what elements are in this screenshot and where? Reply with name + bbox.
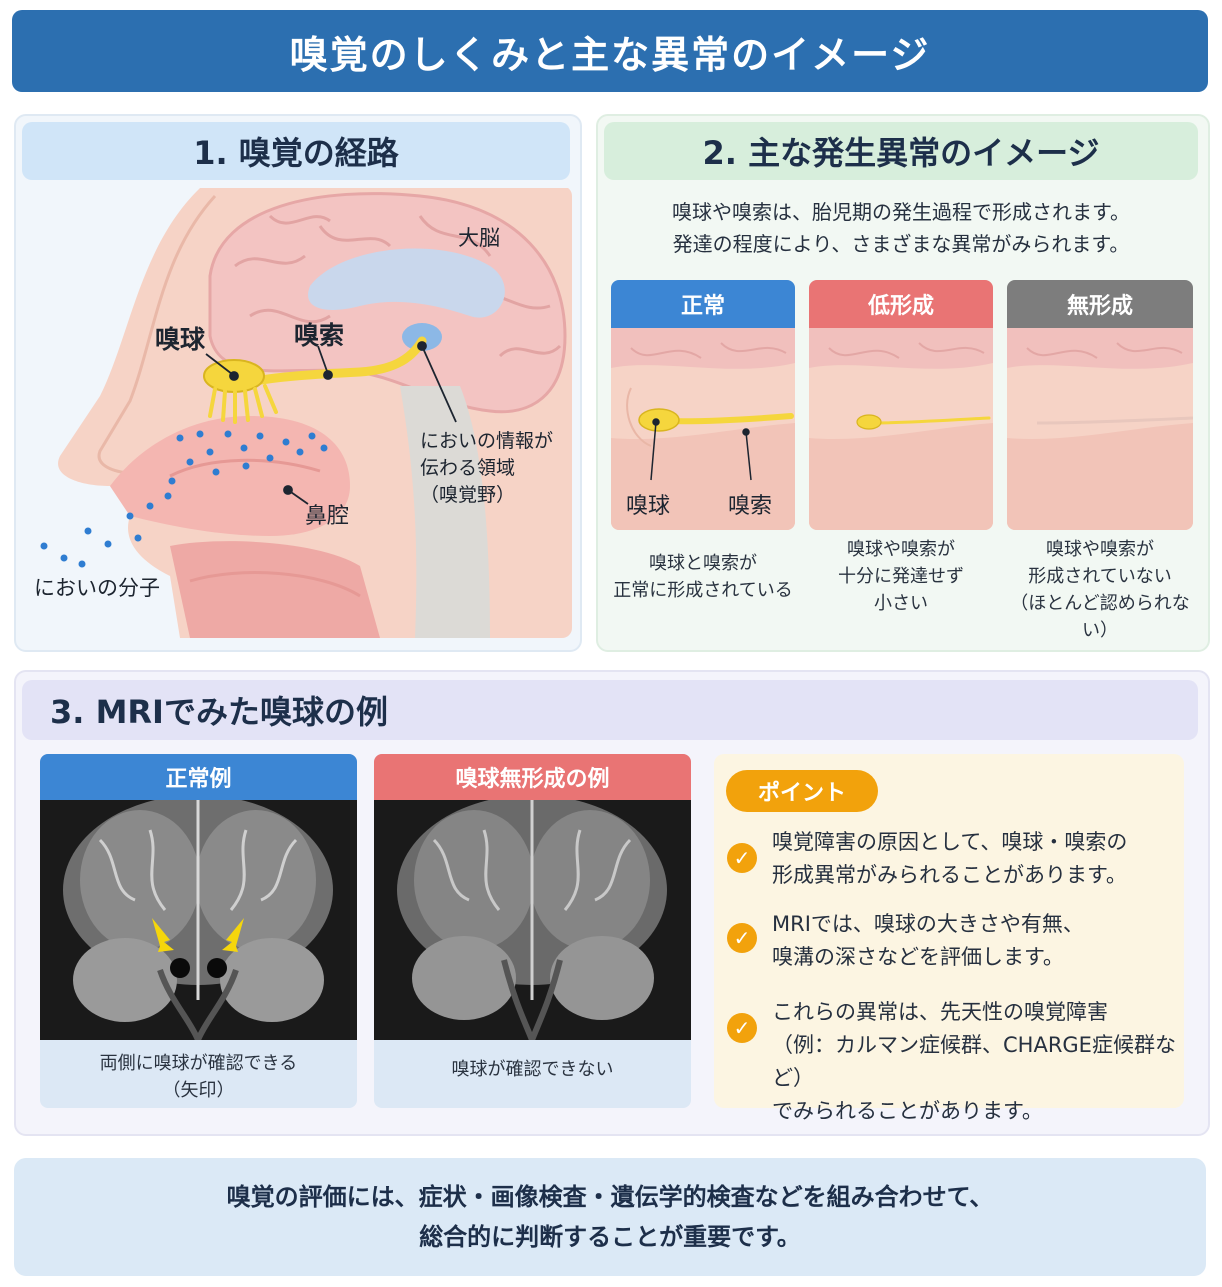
card-title-hypoplasia: 低形成: [809, 280, 993, 328]
mri-image-aplasia: [374, 795, 691, 1042]
mri-caption-normal: 両側に嗅球が確認できる （矢印）: [40, 1044, 357, 1104]
label-cortex-line1: においの情報が: [420, 430, 554, 452]
footer-line2: 総合的に判断することが重要です。: [419, 1223, 801, 1251]
caption-aplasia: 嗅球や嗅索が 形成されていない （ほとんど認められない）: [1000, 536, 1200, 644]
caption-normal-line2: 正常に形成されている: [613, 580, 793, 601]
label-odor-molecules: においの分子: [34, 576, 160, 600]
point-label: ポイント: [726, 770, 878, 812]
caption-aplasia-line3: （ほとんど認められない）: [1010, 593, 1190, 641]
mri-title-aplasia: 嗅球無形成の例: [374, 754, 691, 800]
point-item-1: 嗅覚障害の原因として、嗅球・嗅索の 形成異常がみられることがあります。: [772, 826, 1182, 892]
point-item-2: MRIでは、嗅球の大きさや有無、 嗅溝の深さなどを評価します。: [772, 908, 1182, 974]
caption-hypoplasia: 嗅球や嗅索が 十分に発達せず 小さい: [802, 536, 1000, 617]
caption-normal-line1: 嗅球と嗅索が: [649, 553, 757, 574]
point-box: [714, 754, 1184, 1108]
section2-intro: 嗅球や嗅索は、胎児期の発生過程で形成されます。 発達の程度により、さまざまな異常…: [604, 196, 1198, 260]
check-icon: ✓: [727, 1013, 757, 1043]
normal-label-bulb: 嗅球: [626, 494, 671, 519]
section2-heading: 2. 主な発生異常のイメージ: [604, 122, 1198, 180]
label-olfactory-tract: 嗅索: [294, 321, 345, 350]
label-cortex-line3: （嗅覚野）: [420, 484, 516, 506]
mri-caption-normal-line2: （矢印）: [162, 1080, 235, 1101]
intro-line1: 嗅球や嗅索は、胎児期の発生過程で形成されます。: [672, 200, 1130, 224]
mri-caption-normal-line1: 両側に嗅球が確認できる: [99, 1053, 298, 1074]
caption-aplasia-line1: 嗅球や嗅索が: [1046, 539, 1154, 560]
label-nasal-cavity: 鼻腔: [305, 504, 350, 529]
normal-bulb-illustration: [611, 328, 795, 530]
caption-aplasia-line2: 形成されていない: [1028, 566, 1172, 587]
anomaly-card-aplasia: 無形成: [1007, 280, 1193, 530]
caption-hypoplasia-line1: 嗅球や嗅索が: [847, 539, 955, 560]
anomaly-card-normal: 正常: [611, 280, 795, 530]
hypoplasia-bulb-illustration: [809, 328, 993, 530]
point-item-3-line2: （例：カルマン症候群、CHARGE症候群など）: [772, 1033, 1176, 1090]
point-item-3: これらの異常は、先天性の嗅覚障害 （例：カルマン症候群、CHARGE症候群など）…: [772, 996, 1182, 1128]
check-icon: ✓: [727, 923, 757, 953]
point-item-2-line2: 嗅溝の深さなどを評価します。: [772, 945, 1064, 969]
footer-line1: 嗅覚の評価には、症状・画像検査・遺伝学的検査などを組み合わせて、: [226, 1183, 994, 1211]
caption-hypoplasia-line3: 小さい: [874, 593, 928, 614]
card-title-normal: 正常: [611, 280, 795, 328]
section3-heading: 3. MRIでみた嗅球の例: [22, 680, 1198, 740]
olfactory-pathway-illustration: [40, 188, 572, 638]
page-title: 嗅覚のしくみと主な異常のイメージ: [12, 10, 1208, 92]
point-item-3-line1: これらの異常は、先天性の嗅覚障害: [772, 1000, 1108, 1024]
label-cortex-line2: 伝わる領域: [420, 457, 516, 479]
intro-line2: 発達の程度により、さまざまな異常がみられます。: [672, 232, 1130, 256]
label-olfactory-bulb: 嗅球: [155, 325, 206, 354]
point-item-3-line3: でみられることがあります。: [772, 1099, 1043, 1123]
footer-note: 嗅覚の評価には、症状・画像検査・遺伝学的検査などを組み合わせて、 総合的に判断す…: [14, 1158, 1206, 1276]
mri-image-normal: [40, 795, 357, 1042]
caption-normal: 嗅球と嗅索が 正常に形成されている: [604, 550, 802, 604]
anomaly-card-hypoplasia: 低形成: [809, 280, 993, 530]
aplasia-bulb-illustration: [1007, 328, 1193, 530]
card-title-aplasia: 無形成: [1007, 280, 1193, 328]
point-item-2-line1: MRIでは、嗅球の大きさや有無、: [772, 912, 1084, 936]
mri-caption-aplasia: 嗅球が確認できない: [451, 1059, 614, 1080]
mri-card-aplasia: 嗅球無形成の例 嗅球が確認できない: [374, 754, 691, 1108]
section1-heading: 1. 嗅覚の経路: [22, 122, 570, 180]
normal-label-tract: 嗅索: [728, 494, 773, 519]
point-item-1-line2: 形成異常がみられることがあります。: [772, 863, 1127, 887]
check-icon: ✓: [727, 843, 757, 873]
mri-card-normal: 正常例 両側に嗅球が確認できる （矢印）: [40, 754, 357, 1108]
label-brain: 大脳: [458, 226, 500, 250]
caption-hypoplasia-line2: 十分に発達せず: [838, 566, 964, 587]
label-olfactory-cortex: においの情報が 伝わる領域 （嗅覚野）: [420, 428, 553, 509]
mri-title-normal: 正常例: [40, 754, 357, 800]
point-item-1-line1: 嗅覚障害の原因として、嗅球・嗅索の: [772, 830, 1128, 854]
